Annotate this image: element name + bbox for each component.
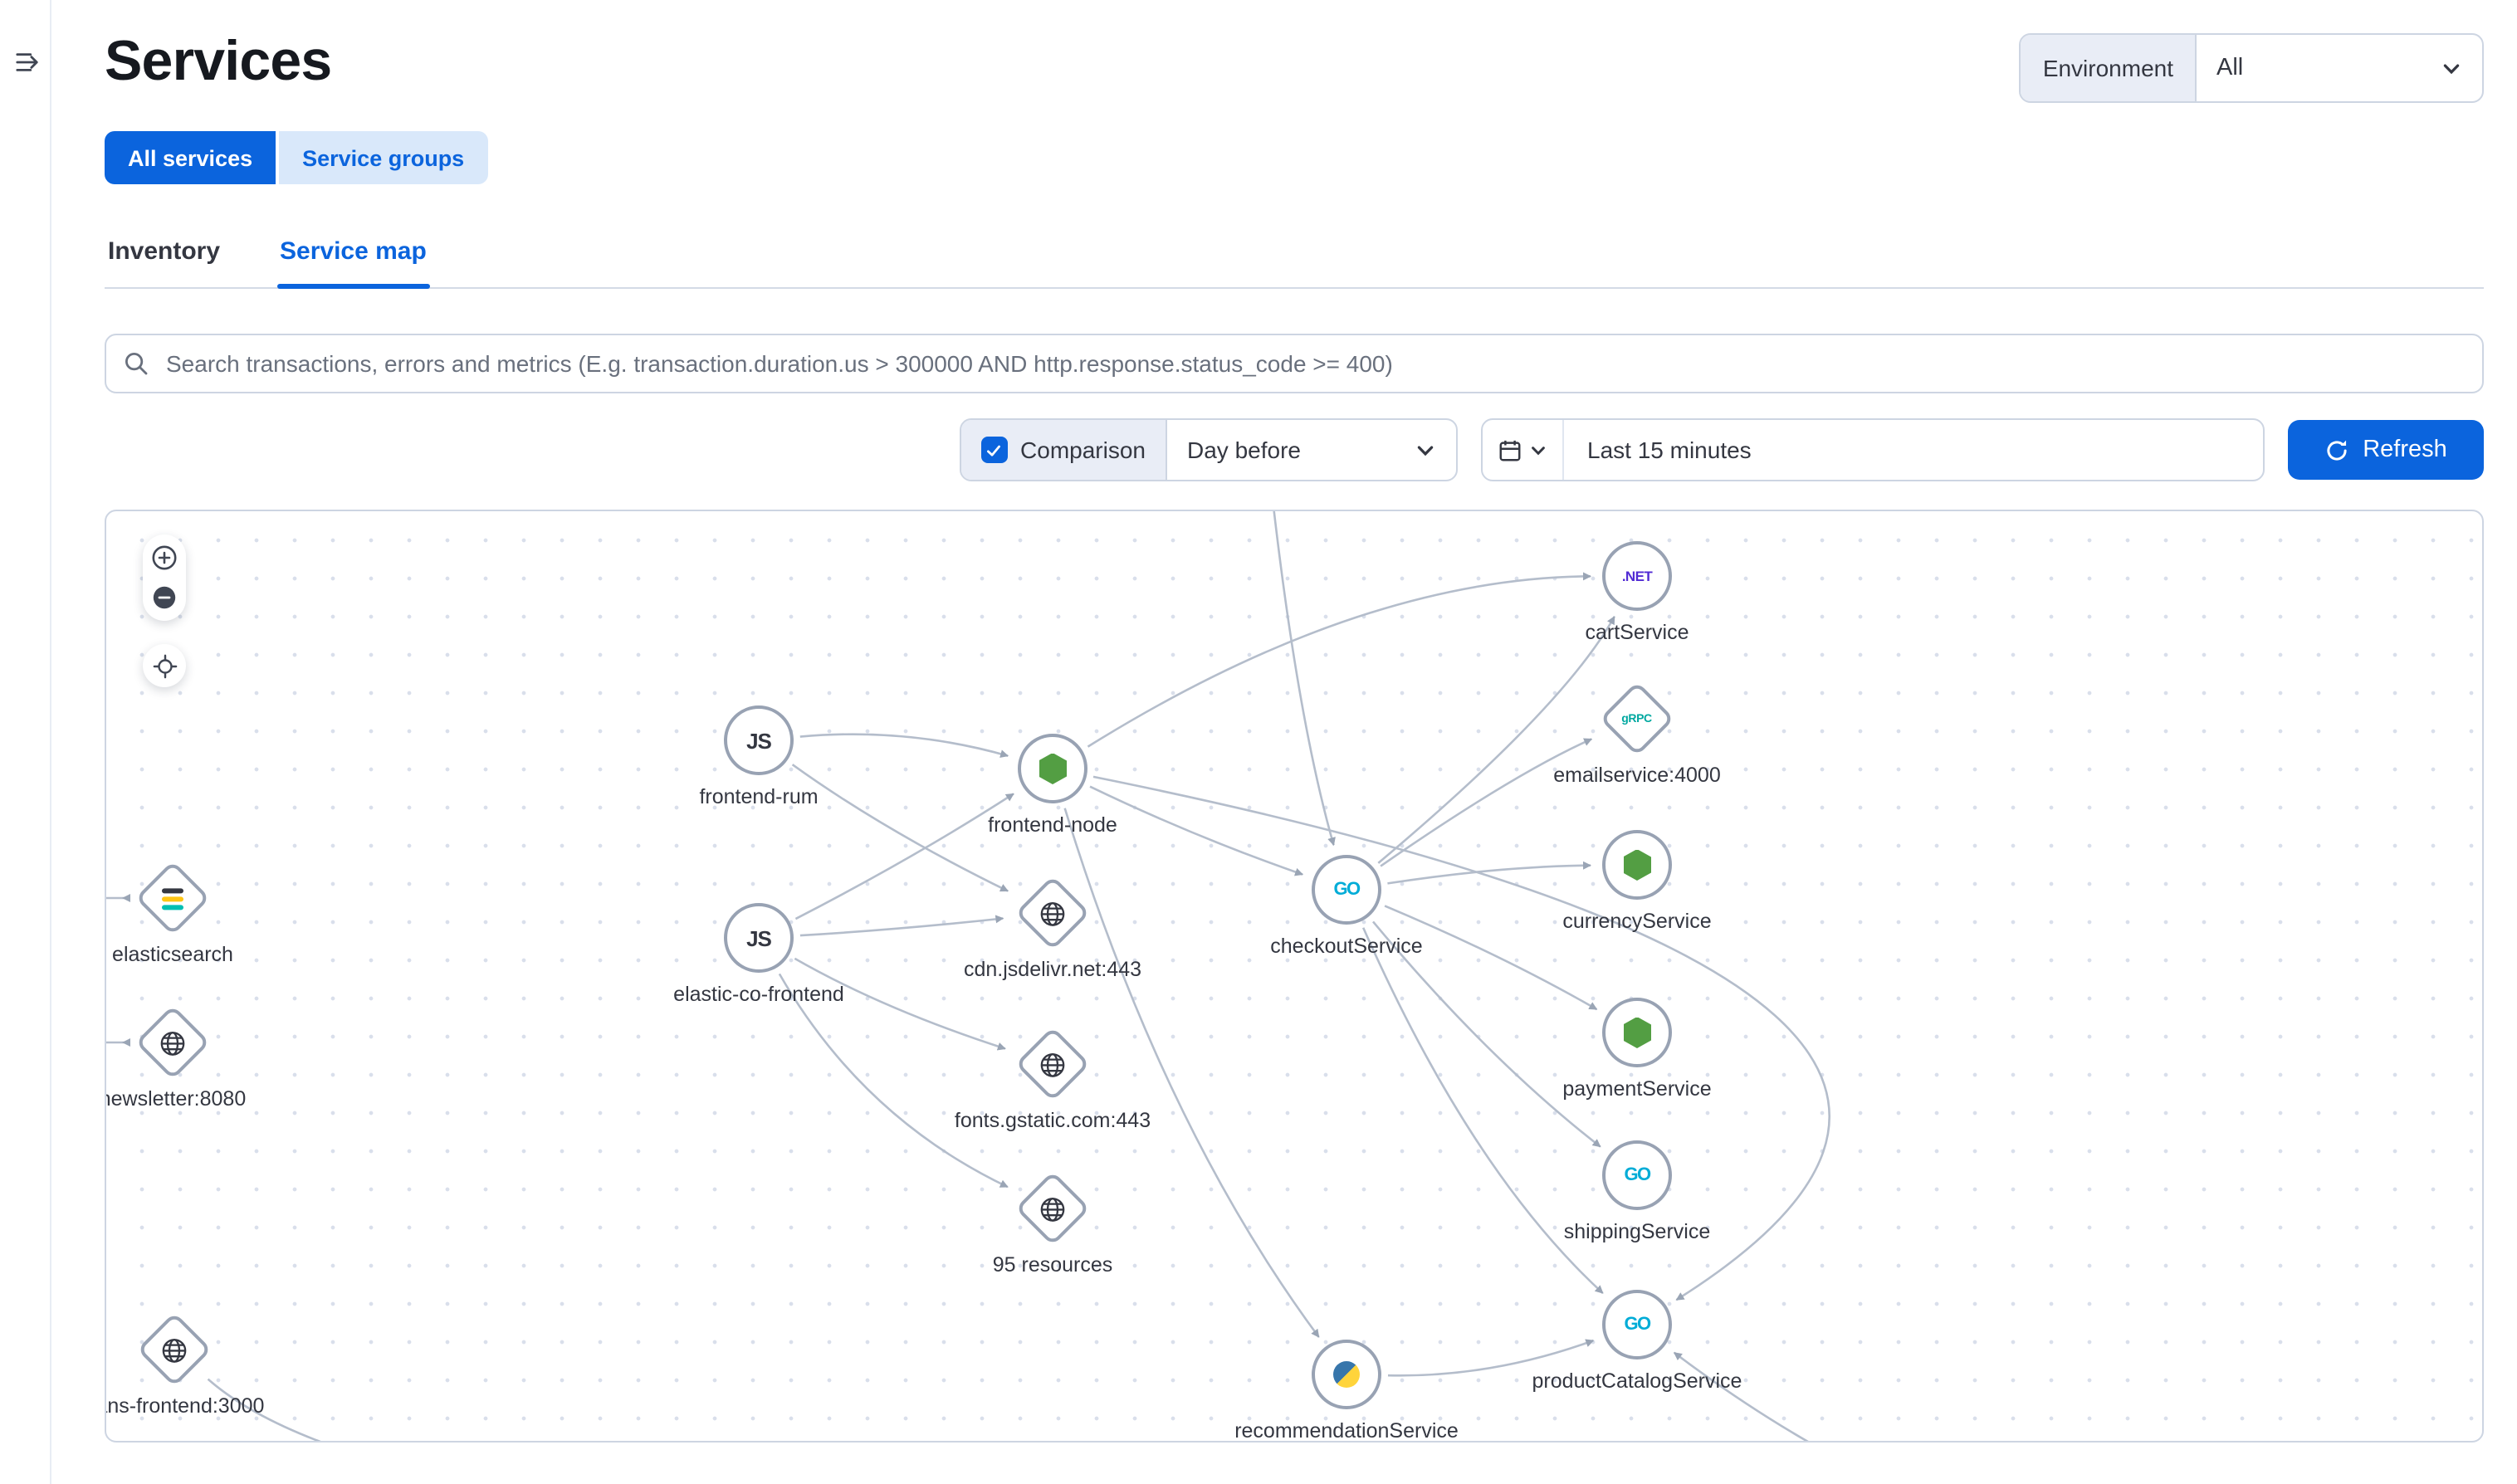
refresh-icon bbox=[2327, 439, 2347, 460]
comparison-checkbox[interactable] bbox=[980, 437, 1008, 463]
service-groups-button[interactable]: Service groups bbox=[279, 131, 488, 184]
time-range-value[interactable]: Last 15 minutes bbox=[1587, 437, 1752, 463]
node-label: emailservice:4000 bbox=[1553, 764, 1721, 787]
node-label: elastic-co-frontend bbox=[673, 983, 844, 1006]
zoom-out-button[interactable] bbox=[151, 584, 178, 611]
node-label: fonts.gstatic.com:443 bbox=[954, 1109, 1151, 1132]
node-label: frontend-rum bbox=[699, 785, 819, 808]
check-icon bbox=[987, 444, 1001, 456]
environment-label: Environment bbox=[2021, 35, 2197, 101]
service-shape bbox=[1312, 1340, 1381, 1409]
zoom-controls bbox=[143, 535, 186, 621]
page-header: Services Environment All bbox=[105, 27, 2484, 103]
comparison-toggle[interactable]: Comparison bbox=[960, 420, 1167, 480]
node-label: 95 resources bbox=[992, 1253, 1113, 1277]
center-map-button[interactable] bbox=[143, 644, 186, 687]
comparison-label: Comparison bbox=[1020, 437, 1146, 463]
go-icon: GO bbox=[1333, 880, 1361, 900]
zoom-out-icon bbox=[153, 586, 176, 609]
tabs: Inventory Service map bbox=[105, 227, 2484, 289]
zoom-in-button[interactable] bbox=[151, 544, 178, 571]
service-shape: GO bbox=[1312, 855, 1381, 925]
page-title: Services bbox=[105, 30, 332, 93]
dependency-shape bbox=[1014, 1170, 1091, 1247]
menu-expand-icon bbox=[15, 52, 37, 71]
service-shape bbox=[1602, 830, 1672, 900]
refresh-button[interactable]: Refresh bbox=[2288, 420, 2484, 480]
node-label: cartService bbox=[1585, 621, 1689, 644]
dependency-shape bbox=[1014, 875, 1091, 951]
zoom-in-icon bbox=[152, 545, 177, 570]
globe-icon bbox=[1039, 899, 1067, 927]
service-shape: JS bbox=[724, 705, 794, 775]
environment-value: All bbox=[2216, 55, 2244, 81]
node-label: cdn.jsdelivr.net:443 bbox=[963, 958, 1142, 981]
expand-nav-button[interactable] bbox=[12, 46, 42, 76]
python-icon bbox=[1333, 1361, 1360, 1388]
elastic-icon bbox=[162, 887, 183, 909]
comparison-control: Comparison Day before bbox=[959, 418, 1458, 481]
services-page: Services Environment All All services Se… bbox=[50, 0, 2517, 1484]
services-toggle-group: All services Service groups bbox=[105, 131, 2484, 184]
all-services-button[interactable]: All services bbox=[105, 131, 276, 184]
search-input[interactable] bbox=[163, 349, 2466, 378]
node-label: shippingService bbox=[1563, 1220, 1711, 1243]
node-label: recommendationService bbox=[1234, 1419, 1459, 1443]
globe-icon bbox=[160, 1335, 188, 1364]
comparison-value: Day before bbox=[1187, 437, 1301, 463]
go-icon: GO bbox=[1624, 1165, 1651, 1185]
service-shape bbox=[1602, 998, 1672, 1067]
service-shape bbox=[1018, 734, 1087, 803]
time-controls: Comparison Day before Last 15 minutes bbox=[105, 418, 2484, 481]
node-label: frontend-node bbox=[988, 813, 1117, 837]
dependency-shape: gRPC bbox=[1599, 681, 1675, 757]
calendar-icon bbox=[1499, 439, 1521, 461]
globe-icon bbox=[159, 1028, 187, 1057]
node-label: paymentService bbox=[1562, 1077, 1712, 1101]
chevron-down-icon bbox=[1417, 445, 1434, 456]
crosshair-icon bbox=[152, 653, 177, 678]
node-icon bbox=[1623, 849, 1651, 881]
search-icon bbox=[125, 353, 148, 375]
environment-filter: Environment All bbox=[2019, 33, 2484, 103]
node-label: productCatalogService bbox=[1532, 1369, 1742, 1393]
node-label: newsletter:8080 bbox=[105, 1087, 247, 1111]
chevron-down-icon bbox=[2443, 63, 2460, 74]
go-icon: GO bbox=[1624, 1315, 1651, 1335]
dependency-shape bbox=[134, 860, 211, 936]
dotnet-icon: .NET bbox=[1621, 568, 1653, 584]
date-picker-quick-select[interactable] bbox=[1483, 420, 1564, 480]
dependency-shape bbox=[1014, 1026, 1091, 1102]
chevron-down-icon bbox=[1532, 446, 1545, 455]
tab-inventory[interactable]: Inventory bbox=[108, 237, 221, 266]
tab-service-map[interactable]: Service map bbox=[276, 227, 431, 289]
service-shape: GO bbox=[1602, 1140, 1672, 1210]
comparison-select[interactable]: Day before bbox=[1167, 420, 1456, 480]
environment-select[interactable]: All bbox=[2197, 35, 2482, 101]
service-shape: .NET bbox=[1602, 541, 1672, 611]
js-icon: JS bbox=[746, 728, 772, 753]
date-picker: Last 15 minutes bbox=[1481, 418, 2265, 481]
node-label: elasticsearch bbox=[112, 943, 233, 966]
service-shape: GO bbox=[1602, 1290, 1672, 1360]
collapsed-sidebar bbox=[0, 0, 51, 1484]
js-icon: JS bbox=[746, 925, 772, 950]
grpc-icon: gRPC bbox=[1621, 712, 1653, 725]
node-icon bbox=[1039, 753, 1067, 784]
globe-icon bbox=[1039, 1050, 1067, 1078]
globe-icon bbox=[1039, 1194, 1067, 1223]
node-icon bbox=[1623, 1017, 1651, 1048]
search-bar bbox=[105, 334, 2484, 393]
node-label: currencyService bbox=[1562, 910, 1712, 933]
dependency-shape bbox=[134, 1004, 211, 1081]
service-shape: JS bbox=[724, 903, 794, 973]
dependency-shape bbox=[136, 1311, 213, 1388]
node-label: checkoutService bbox=[1270, 935, 1423, 958]
refresh-label: Refresh bbox=[2363, 437, 2447, 463]
node-label: eans-frontend:3000 bbox=[106, 1394, 265, 1418]
